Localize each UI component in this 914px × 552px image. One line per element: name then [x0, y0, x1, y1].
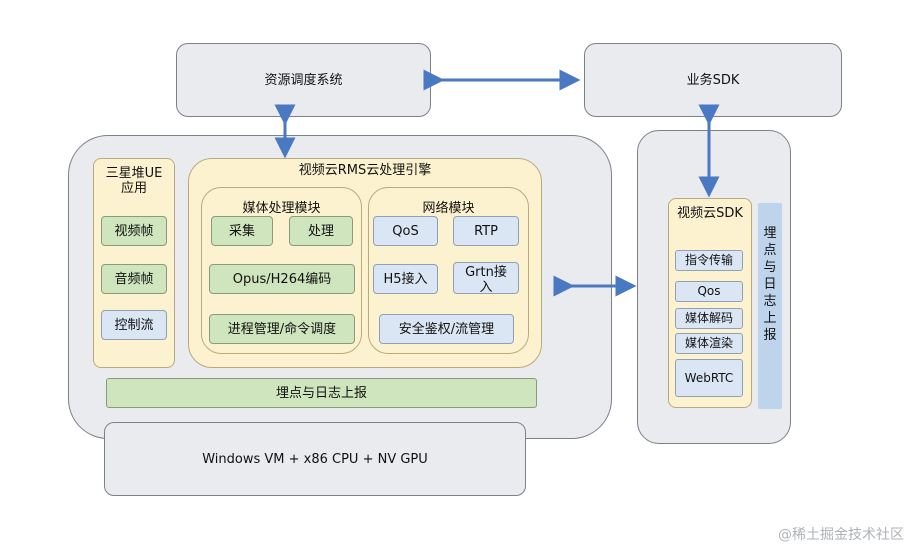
- scheduler-label: 资源调度系统: [264, 72, 343, 88]
- network-qos: QoS: [373, 216, 438, 246]
- business-sdk-label: 业务SDK: [686, 72, 740, 88]
- media-codec-label: Opus/H264编码: [232, 271, 332, 287]
- media-capture-label: 采集: [228, 223, 255, 239]
- sdk-media-render-label: 媒体渲染: [684, 336, 733, 350]
- sdk-webrtc-label: WebRTC: [684, 370, 734, 385]
- sdk-logging-label: 埋 点 与 日 志 上 报: [763, 226, 777, 343]
- network-h5-label: H5接入: [383, 271, 428, 287]
- network-rtp: RTP: [453, 216, 519, 246]
- network-security: 安全鉴权/流管理: [379, 314, 514, 344]
- network-h5: H5接入: [373, 264, 438, 294]
- media-process-label: 处理: [307, 223, 334, 239]
- sdk-qos-label: Qos: [697, 284, 721, 298]
- network-module-title: 网络模块: [422, 201, 475, 216]
- sdk-media-decode-label: 媒体解码: [684, 311, 733, 325]
- media-process: 处理: [289, 216, 353, 246]
- ue-video-frame: 视频帧: [101, 216, 167, 246]
- logging-bar-label: 埋点与日志上报: [275, 385, 367, 401]
- network-security-label: 安全鉴权/流管理: [398, 321, 495, 337]
- ue-control-stream-label: 控制流: [114, 317, 154, 333]
- video-sdk-title: 视频云SDK: [677, 206, 743, 221]
- logging-bar: 埋点与日志上报: [106, 378, 537, 408]
- sdk-qos: Qos: [675, 281, 743, 302]
- media-capture: 采集: [211, 216, 273, 246]
- sdk-webrtc: WebRTC: [675, 359, 743, 397]
- network-qos-label: QoS: [392, 223, 419, 239]
- vm-box: Windows VM + x86 CPU + NV GPU: [104, 422, 526, 496]
- scheduler-box: 资源调度系统: [176, 43, 431, 117]
- sdk-cmd-transfer-label: 指令传输: [684, 253, 733, 267]
- ue-audio-frame: 音频帧: [101, 264, 167, 294]
- engine-title: 视频云RMS云处理引擎: [298, 163, 432, 178]
- media-codec: Opus/H264编码: [209, 264, 355, 294]
- sdk-media-render: 媒体渲染: [675, 333, 743, 354]
- sdk-logging-bar: 埋 点 与 日 志 上 报: [758, 203, 782, 409]
- media-proc-mgmt: 进程管理/命令调度: [209, 314, 355, 344]
- ue-app-title: 三星堆UE 应用: [105, 166, 163, 196]
- network-rtp-label: RTP: [474, 223, 498, 239]
- sdk-cmd-transfer: 指令传输: [675, 250, 743, 271]
- media-proc-mgmt-label: 进程管理/命令调度: [227, 321, 337, 337]
- sdk-media-decode: 媒体解码: [675, 308, 743, 329]
- watermark: @稀土掘金技术社区: [778, 527, 904, 543]
- network-grtn: Grtn接入: [453, 262, 519, 295]
- ue-control-stream: 控制流: [101, 310, 167, 340]
- vm-label: Windows VM + x86 CPU + NV GPU: [202, 451, 428, 467]
- network-grtn-label: Grtn接入: [465, 265, 507, 295]
- media-module-title: 媒体处理模块: [242, 201, 321, 216]
- ue-audio-frame-label: 音频帧: [114, 271, 154, 287]
- ue-video-frame-label: 视频帧: [114, 223, 154, 239]
